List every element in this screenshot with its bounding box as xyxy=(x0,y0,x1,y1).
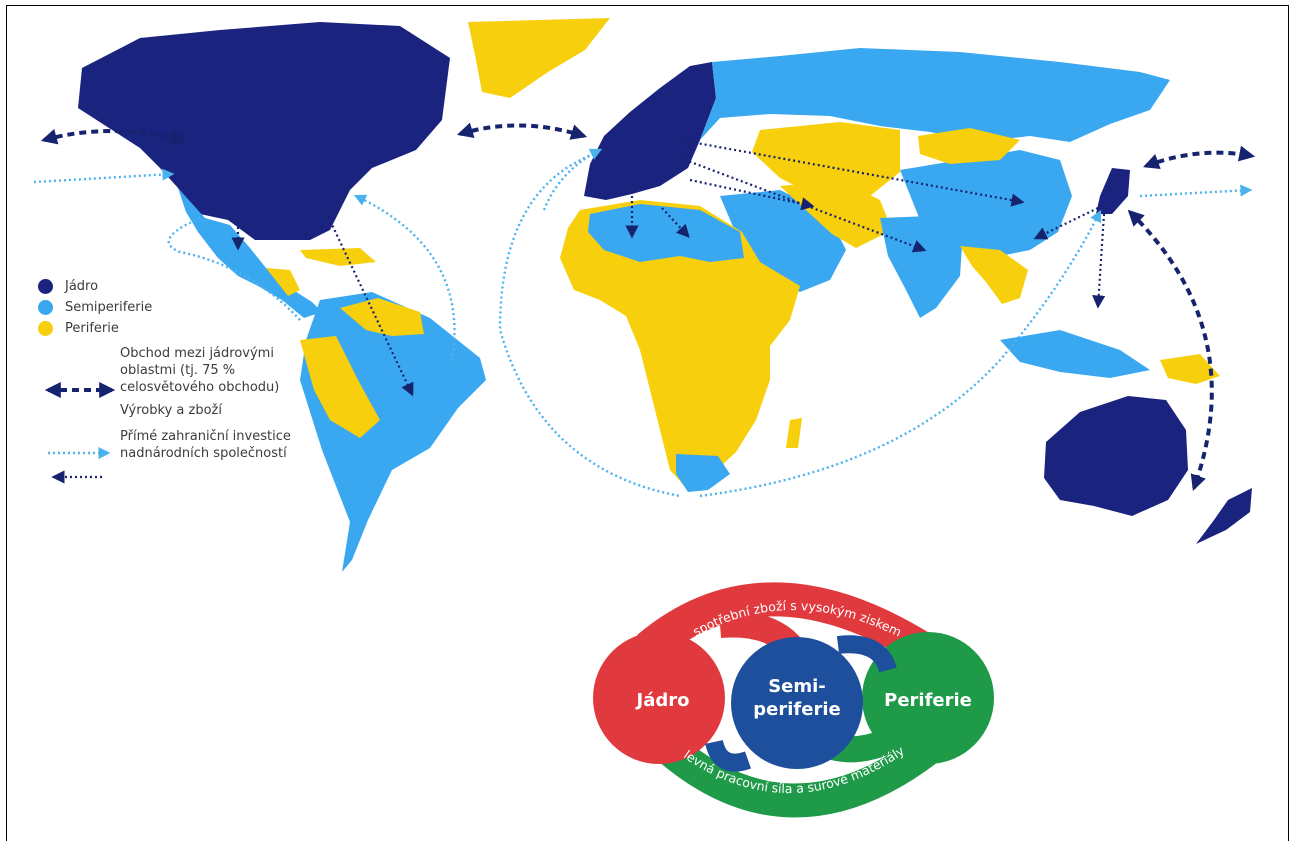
goods-arrow-pacific-east xyxy=(1139,184,1253,198)
region-guiana-periph xyxy=(340,298,424,336)
region-north-america xyxy=(78,22,450,240)
trade-arrow-japan-east xyxy=(1142,145,1256,170)
region-south-africa xyxy=(676,454,730,492)
region-africa xyxy=(560,200,800,492)
diagram-semi-label-1: Semi- xyxy=(768,676,826,697)
goods-arrow-sa-to-na xyxy=(353,194,456,361)
legend-semi-label: Semiperiferie xyxy=(65,300,153,315)
legend-periph-label: Periferie xyxy=(65,321,119,336)
fdi-arrow-eu-mideast xyxy=(689,178,815,211)
legend-core: Jádro xyxy=(38,278,368,295)
goods-arrow-pacific-west xyxy=(33,168,175,184)
region-central-asia xyxy=(752,122,900,198)
region-japan xyxy=(1096,168,1130,214)
legend-periph: Periferie xyxy=(38,320,368,337)
diagram-top-arc-text: spotřební zboží s vysokým ziskem xyxy=(690,598,904,640)
region-mongolia xyxy=(918,128,1020,164)
region-iran xyxy=(780,180,892,248)
legend-goods-label: Výrobky a zboží xyxy=(120,403,222,418)
goods-arrow-africa-loop xyxy=(498,152,681,498)
core-periphery-diagram xyxy=(593,582,994,818)
trade-arrow-atlantic xyxy=(456,122,588,140)
region-andes-periph xyxy=(300,336,380,438)
region-central-periph xyxy=(266,268,300,296)
semi-circle xyxy=(731,637,863,769)
region-new-zealand xyxy=(1196,488,1252,544)
region-se-asia xyxy=(960,246,1028,304)
figure-frame xyxy=(6,5,1289,841)
diagram-periph-label: Periferie xyxy=(884,690,972,711)
core-swatch xyxy=(38,279,53,294)
legend-fdi: Přímé zahraniční investice nadnárodních … xyxy=(38,428,368,462)
legend-trade-label: Obchod mezi jádrovými oblastmi (tj. 75 %… xyxy=(120,346,280,395)
region-north-africa xyxy=(588,204,744,262)
diagram-semi-label-2: periferie xyxy=(753,699,840,720)
legend-symbols xyxy=(44,382,116,484)
jadro-circle xyxy=(593,632,725,764)
region-caribbean xyxy=(300,248,376,266)
diagram-bottom-arc-text: levná pracovní síla a surové materiály xyxy=(681,743,907,797)
region-europe xyxy=(584,62,716,200)
fdi-arrow-jp-sea xyxy=(1092,213,1106,309)
legend-fdi-label: Přímé zahraniční investice nadnárodních … xyxy=(120,429,291,461)
legend-core-label: Jádro xyxy=(65,279,99,294)
trade-arrow-na-west xyxy=(40,128,188,145)
region-russia xyxy=(700,48,1170,142)
region-greenland xyxy=(468,18,610,98)
legend-semi: Semiperiferie xyxy=(38,299,368,316)
diagram-core-label: Jádro xyxy=(635,690,690,711)
semi-swatch xyxy=(38,300,53,315)
goods-arrow-indian-ocean xyxy=(699,209,1102,498)
region-madagascar xyxy=(786,418,802,448)
periph-swatch xyxy=(38,321,53,336)
trade-arrow-japan-australia xyxy=(1127,209,1214,492)
goods-arrow-europe-west xyxy=(542,148,603,211)
map-legend: Jádro Semiperiferie Periferie Obchod mez… xyxy=(38,278,368,468)
legend-goods: Výrobky a zboží xyxy=(38,402,368,422)
fdi-arrow-jp-china xyxy=(1033,207,1099,240)
fdi-arrow-eu-africa xyxy=(661,207,690,238)
region-indonesia xyxy=(1000,330,1150,378)
fdi-arrow-usa-brazil xyxy=(325,211,414,397)
legend-trade: Obchod mezi jádrovými oblastmi (tj. 75 %… xyxy=(38,345,368,396)
